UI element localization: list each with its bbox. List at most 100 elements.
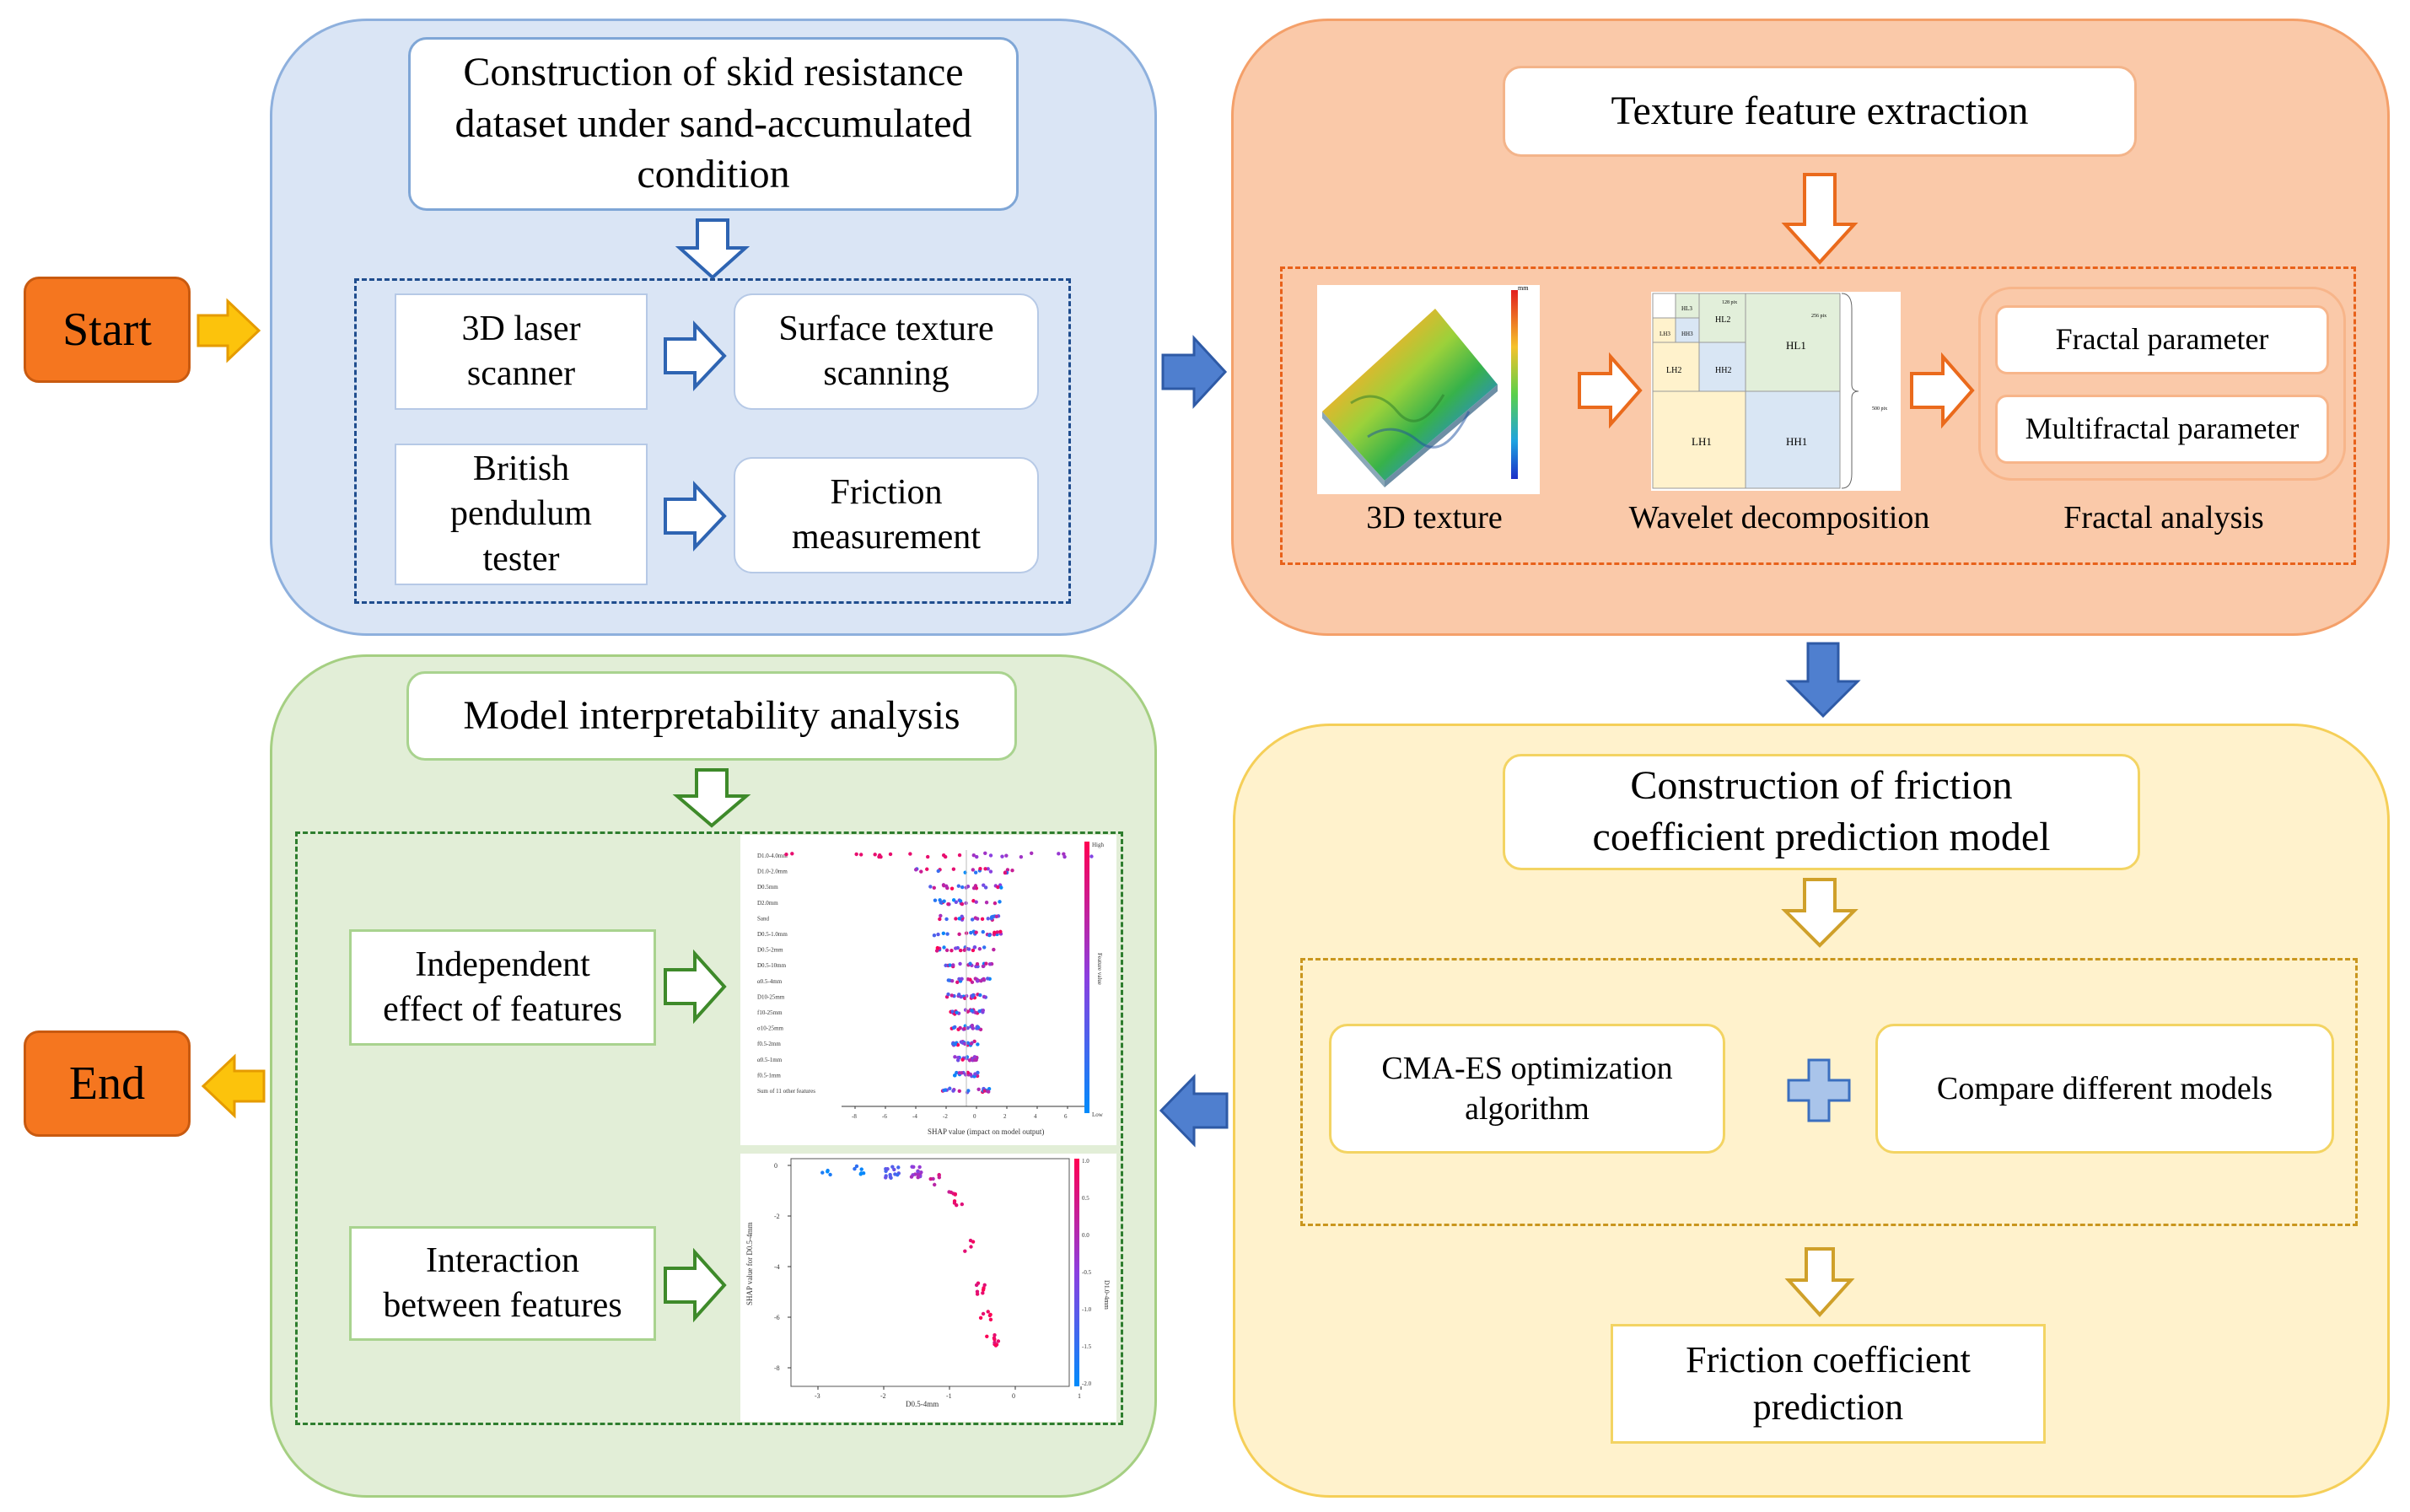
dep-dot — [932, 1182, 937, 1187]
shap-feature-label: f0.5-1mm — [757, 1072, 781, 1079]
panel2-title: Texture feature extraction — [1611, 88, 2029, 133]
arrow-right-icon — [664, 320, 727, 392]
svg-text:HL2: HL2 — [1715, 315, 1730, 325]
dep-dot — [981, 1311, 986, 1316]
dep-dot — [896, 1165, 901, 1170]
process-surface-texture-scanning: Surface texture scanning — [734, 293, 1039, 410]
shap-dot — [983, 851, 987, 855]
arrow-right-icon — [664, 949, 727, 1025]
shap-dot — [966, 885, 971, 889]
panel4-title-box: Model interpretability analysis — [406, 671, 1017, 761]
arrow-right-icon — [1161, 335, 1228, 409]
shap-dot — [982, 977, 986, 982]
panel4-dashed-group — [295, 831, 1123, 1425]
shap-dot — [986, 867, 990, 871]
shap-dot — [982, 1089, 987, 1093]
dep-dot — [885, 1167, 890, 1171]
shap-dot — [966, 1089, 971, 1093]
shap-feature-label: α0.5-1mm — [757, 1057, 783, 1063]
shap-dot — [957, 917, 961, 921]
dep-ctick-label: 1.0 — [1082, 1158, 1089, 1165]
shap-dot — [987, 933, 992, 938]
shap-dot — [919, 869, 923, 874]
shap-dot — [960, 901, 965, 907]
arrow-down-icon — [1781, 173, 1859, 265]
dep-dot — [978, 1316, 983, 1320]
dep-dot — [828, 1172, 832, 1177]
arrow-down-icon — [1785, 642, 1861, 718]
dep-ctick-label: -1.5 — [1082, 1343, 1092, 1350]
shap-dot — [972, 945, 977, 950]
shap-dot — [971, 885, 976, 891]
shap-dot — [994, 914, 998, 918]
dep-dot — [916, 1170, 920, 1174]
dep-dot — [981, 1288, 986, 1292]
shap-dot — [932, 885, 936, 891]
caption-wavelet-decomposition: Wavelet decomposition — [1628, 500, 1930, 535]
shap-dot — [959, 1040, 964, 1044]
arrow-right-icon — [196, 298, 261, 363]
shap-dot — [976, 1087, 981, 1092]
shap-dot — [1062, 854, 1067, 859]
shap-feature-label: D1.0-2.0mm — [757, 869, 788, 875]
shap-dot — [998, 929, 1003, 934]
shap-dot — [934, 949, 939, 953]
shap-dot — [980, 917, 985, 922]
shap-feature-label: D2.0mm — [757, 900, 778, 907]
shap-dot — [1057, 852, 1061, 856]
panel1-dashed-group — [354, 278, 1071, 604]
arrow-down-icon — [675, 218, 750, 280]
shap-dot — [999, 885, 1003, 890]
shap-feature-label: D10-25mm — [757, 993, 785, 1000]
shap-xtick-label: -2 — [943, 1113, 948, 1120]
svg-text:LH2: LH2 — [1666, 366, 1681, 375]
panel2-dashed-group — [1280, 266, 2356, 565]
fractal-analysis-group — [1978, 287, 2346, 481]
shap-dot — [970, 980, 975, 984]
dep-dot — [937, 1176, 942, 1180]
shap-dot — [957, 1089, 961, 1094]
process-friction-measurement: Friction measurement — [734, 457, 1039, 573]
dep-ytick-label: -2 — [774, 1213, 780, 1220]
shap-dot — [971, 853, 976, 858]
shap-dot — [976, 1025, 981, 1030]
shap-dot — [973, 1072, 977, 1076]
dep-dot — [952, 1201, 957, 1205]
shap-dot — [968, 961, 972, 966]
shap-dot — [991, 914, 996, 919]
dep-dot — [969, 1245, 973, 1249]
shap-dot — [951, 867, 956, 871]
shap-dot — [992, 947, 996, 952]
shap-dot — [944, 917, 949, 922]
shap-feature-label: f0.5-2mm — [757, 1041, 781, 1047]
shap-dot — [1062, 852, 1066, 856]
shap-dot — [955, 1010, 959, 1014]
shap-feature-label: D1.0-4.0mm — [757, 853, 788, 859]
shap-dot — [958, 1025, 962, 1030]
shap-dot — [977, 1009, 982, 1014]
shap-dot — [966, 1070, 970, 1075]
shap-dot — [944, 948, 949, 953]
dep-clabel: D1.0-4mm — [1103, 1280, 1111, 1310]
shap-feature-label: Sand — [757, 915, 770, 922]
dep-dot — [988, 1312, 993, 1317]
panel3-title: Construction of friction coefficient pre… — [1592, 763, 2051, 859]
shap-dot — [935, 945, 940, 950]
shap-feature-value-label: Feature value — [1096, 953, 1103, 985]
shap-dot — [854, 852, 858, 857]
shap-dot — [888, 852, 893, 857]
shap-xtick-label: 6 — [1064, 1113, 1068, 1120]
shap-dot — [972, 1039, 976, 1044]
shap-dot — [959, 1071, 964, 1075]
dep-ctick-label: -2.0 — [1082, 1380, 1092, 1387]
dep-dot — [912, 1165, 916, 1169]
panel4-title: Model interpretability analysis — [463, 692, 960, 738]
shap-dot — [971, 868, 976, 872]
shap-dot — [938, 917, 942, 922]
shap-dot — [976, 1042, 980, 1047]
dep-xtick-label: -3 — [815, 1392, 820, 1400]
shap-feature-label: f10-25mm — [757, 1009, 783, 1016]
shap-xtick-label: 4 — [1034, 1113, 1037, 1120]
shap-dot — [877, 853, 882, 858]
